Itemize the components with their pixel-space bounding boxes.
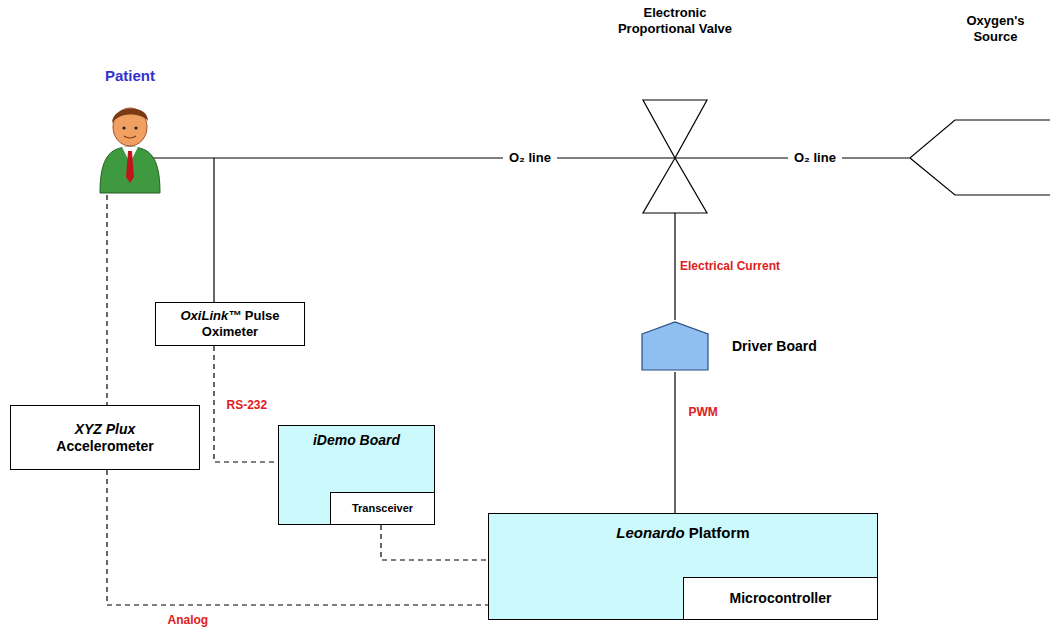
board-box: iDemo BoardTransceiver (278, 425, 435, 525)
node-label: iDemo Board (313, 432, 400, 449)
node-label: Electronic Proportional Valve (615, 5, 735, 36)
signal-label: RS-232 (224, 397, 271, 413)
driver-board: Driver Board (640, 320, 840, 372)
platform-box: Leonardo PlatformMicrocontroller (488, 513, 878, 620)
node-label: Oxygen's Source (943, 13, 1048, 44)
signal-label: O₂ line (788, 149, 842, 167)
signal-label: O₂ line (503, 149, 557, 167)
accelerometer-box: XYZ Plux Accelerometer (10, 405, 200, 470)
connector-line (674, 372, 675, 513)
data-link (214, 346, 278, 462)
node-label: Leonardo Platform (616, 524, 749, 542)
patient-figure: Patient (90, 65, 230, 195)
node-label: XYZ Plux Accelerometer (49, 421, 161, 455)
data-link (106, 195, 107, 405)
microcontroller-box: Microcontroller (683, 577, 878, 620)
node-label: Patient (90, 67, 170, 85)
proportional-valve: Electronic Proportional Valve (615, 5, 735, 217)
patient-symbol (90, 65, 230, 195)
signal-label: Electrical Current (677, 258, 783, 274)
connector-line (674, 217, 675, 320)
transceiver-box: Transceiver (330, 492, 435, 525)
oxygen-source: Oxygen's Source (905, 5, 1050, 200)
signal-label: Analog (165, 612, 212, 628)
valve-symbol (615, 5, 735, 217)
connector-line (213, 195, 214, 302)
node-label: OxiLink™ Pulse Oximeter (171, 308, 289, 339)
node-label: Driver Board (732, 338, 817, 355)
node-label: Transceiver (352, 502, 413, 515)
node-label: Microcontroller (730, 590, 832, 607)
data-link (381, 525, 488, 560)
connector-line (230, 157, 615, 158)
signal-label: PWM (686, 404, 721, 420)
oximeter-box: OxiLink™ Pulse Oximeter (155, 302, 305, 346)
